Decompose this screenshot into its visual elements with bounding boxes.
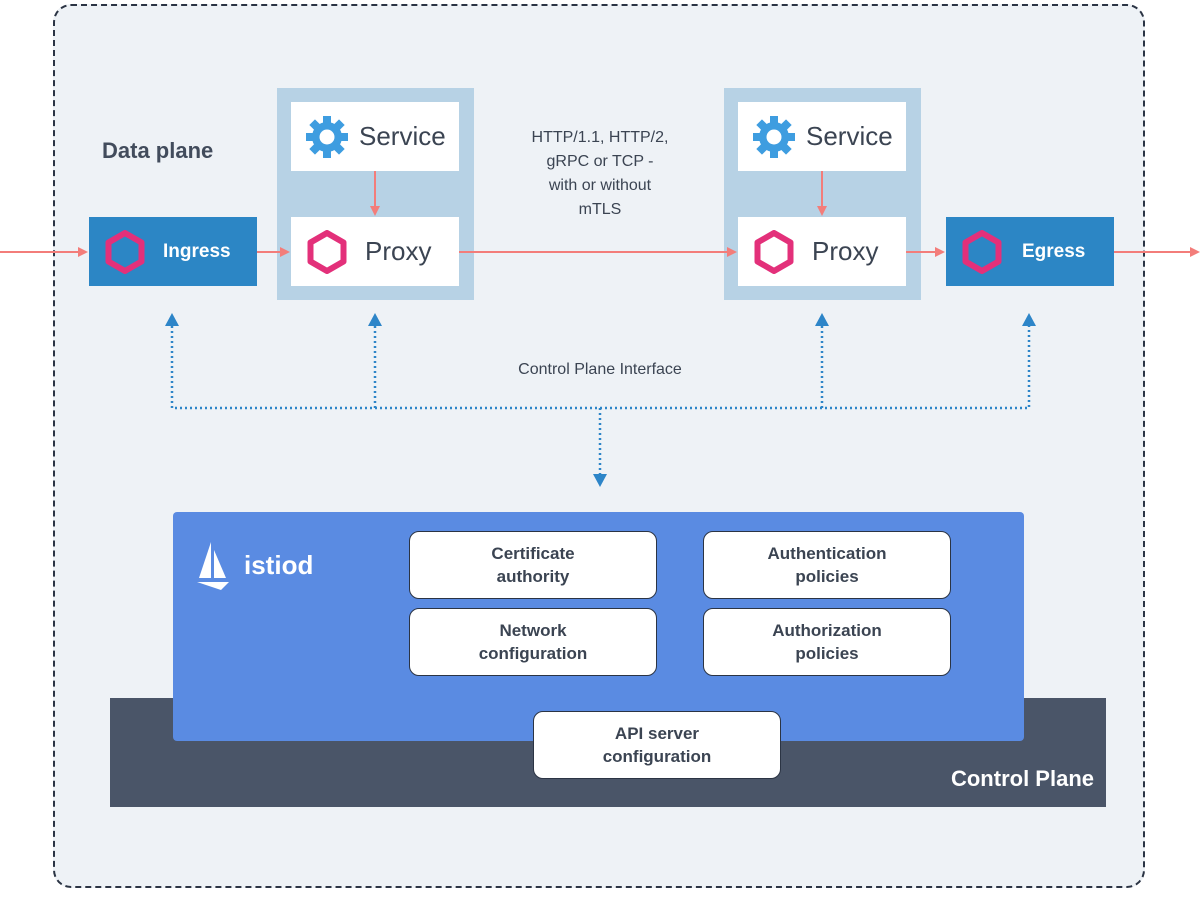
left-proxy-label: Proxy: [365, 236, 432, 266]
ingress-label: Ingress: [163, 240, 231, 262]
up-arrowhead: [815, 313, 829, 326]
up-arrowhead: [1022, 313, 1036, 326]
control-plane-bus: [170, 326, 1031, 410]
authorization-policies-card[interactable]: Authorization policies: [703, 608, 951, 676]
left-service-box[interactable]: Service: [291, 102, 459, 171]
up-arrowhead: [368, 313, 382, 326]
gear-icon: [305, 115, 349, 159]
egress-label: Egress: [1022, 240, 1086, 262]
control-plane-interface-label: Control Plane Interface: [518, 361, 682, 378]
left-pod: Service Proxy: [277, 88, 474, 300]
egress-gateway[interactable]: Egress: [946, 217, 1114, 286]
hexagon-icon: [103, 229, 147, 274]
hexagon-icon: [960, 229, 1004, 274]
istiod-title: istiod: [244, 550, 314, 580]
down-arrowhead: [593, 474, 607, 487]
right-pod: Service Proxy: [724, 88, 921, 300]
gear-icon: [752, 115, 796, 159]
hexagon-icon: [752, 229, 796, 274]
authentication-policies-card[interactable]: Authentication policies: [703, 531, 951, 599]
left-service-label: Service: [359, 121, 446, 151]
sailboat-icon: [193, 540, 233, 592]
protocol-note: HTTP/1.1, HTTP/2, gRPC or TCP - with or …: [531, 129, 669, 218]
data-plane-title: Data plane: [102, 138, 214, 163]
ingress-gateway[interactable]: Ingress: [89, 217, 257, 286]
left-proxy-box[interactable]: Proxy: [291, 217, 459, 286]
api-server-configuration-card[interactable]: API server configuration: [533, 711, 781, 779]
hexagon-icon: [305, 229, 349, 274]
right-proxy-label: Proxy: [812, 236, 879, 266]
network-configuration-card[interactable]: Network configuration: [409, 608, 657, 676]
control-plane-title: Control Plane: [950, 766, 1094, 791]
right-service-box[interactable]: Service: [738, 102, 906, 171]
up-arrowhead: [165, 313, 179, 326]
certificate-authority-card[interactable]: Certificate authority: [409, 531, 657, 599]
right-proxy-box[interactable]: Proxy: [738, 217, 906, 286]
right-service-label: Service: [806, 121, 893, 151]
